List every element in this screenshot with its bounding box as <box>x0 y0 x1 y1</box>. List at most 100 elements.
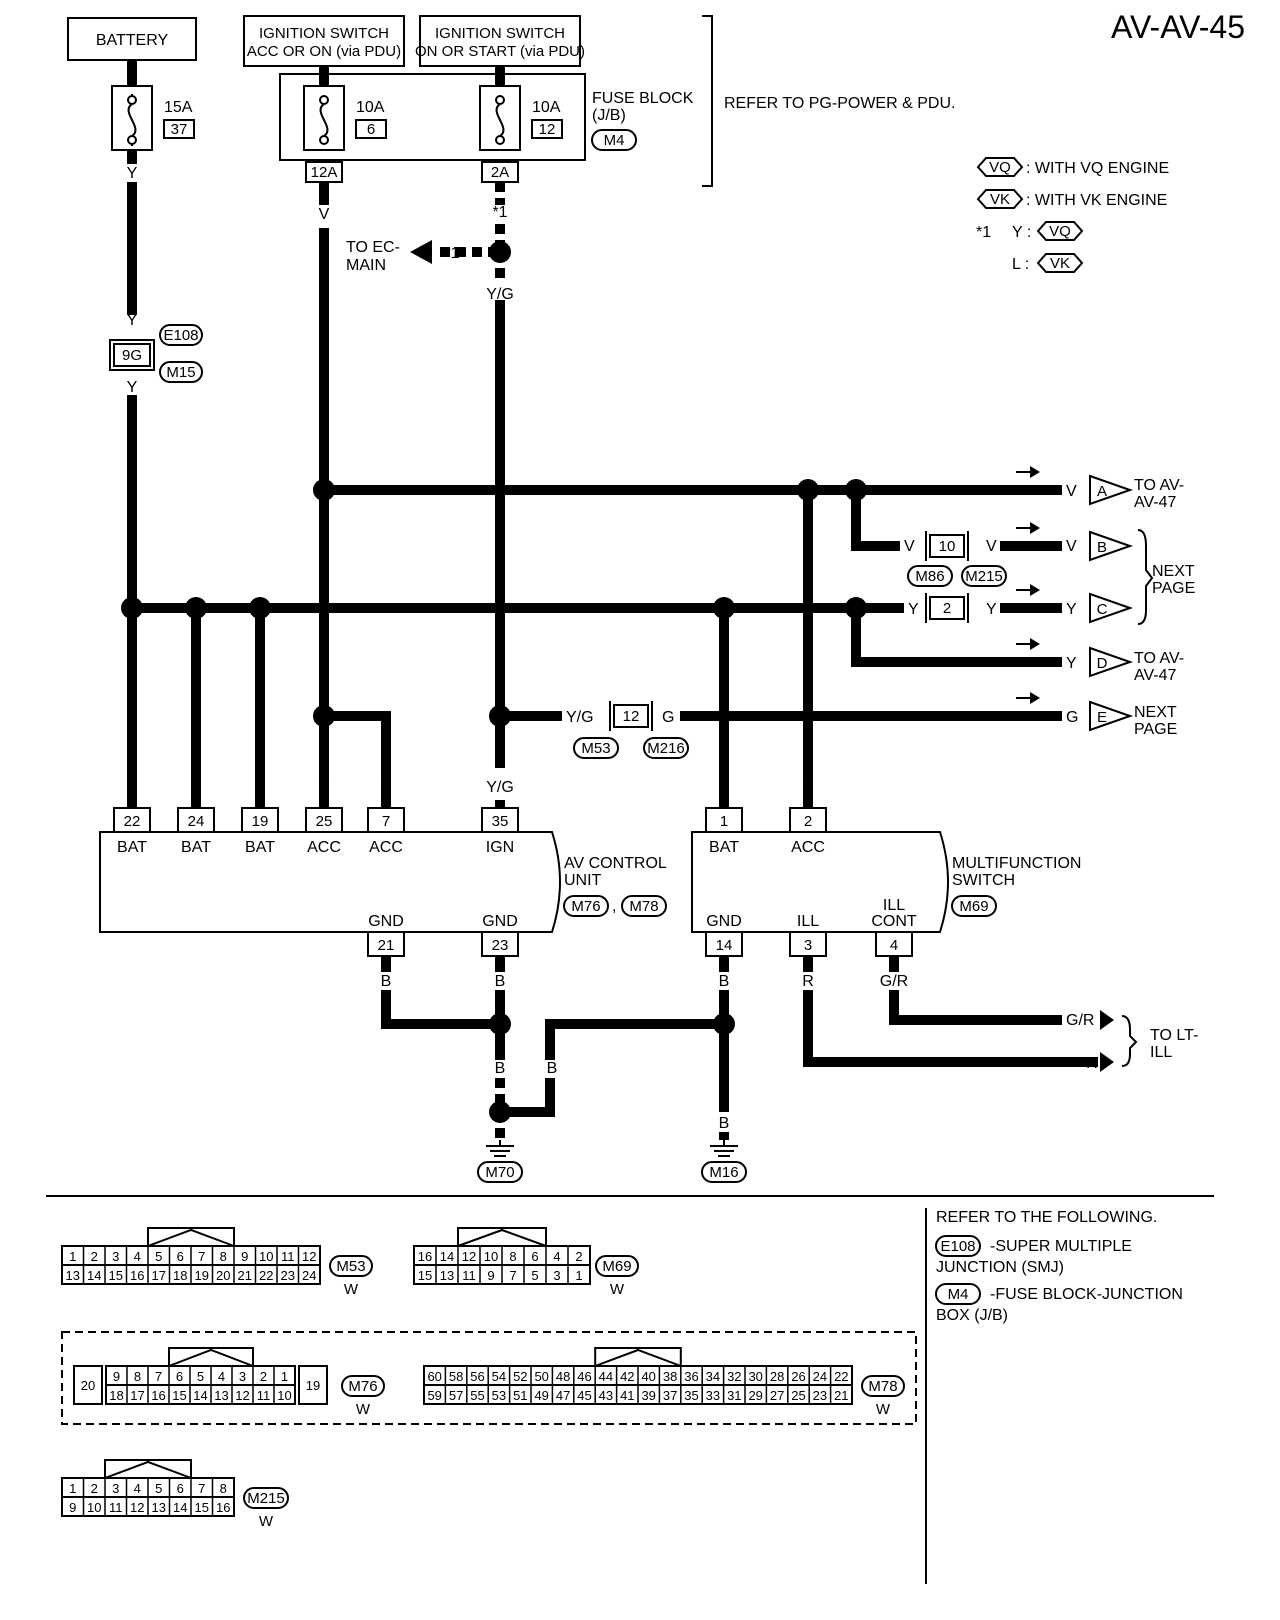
pin-label: 5 <box>155 1249 162 1264</box>
svg-text:M86: M86 <box>915 568 944 585</box>
pin-label: 57 <box>449 1388 463 1403</box>
svg-text:TO AV-: TO AV- <box>1134 477 1184 494</box>
svg-text:W: W <box>356 1401 371 1418</box>
svg-text:ACC: ACC <box>307 839 341 856</box>
fuse-block-outline <box>279 73 586 161</box>
svg-text:Y: Y <box>719 779 730 796</box>
fuse-10a-12: 10A 12 <box>479 85 563 151</box>
svg-text:M78: M78 <box>868 1378 897 1395</box>
pin-label: 32 <box>727 1369 741 1384</box>
pin-label: 2 <box>575 1249 582 1264</box>
svg-text:(J/B): (J/B) <box>592 107 626 124</box>
svg-text:M4: M4 <box>948 1286 969 1303</box>
pin-label: 23 <box>813 1388 827 1403</box>
svg-text:FUSE BLOCK: FUSE BLOCK <box>592 90 694 107</box>
joint-connector-2: 2 <box>925 593 969 623</box>
pin-label: 12 <box>235 1388 249 1403</box>
svg-text:-SUPER MULTIPLE: -SUPER MULTIPLE <box>990 1238 1132 1255</box>
pin-label: 11 <box>109 1500 123 1515</box>
svg-text:V: V <box>319 779 330 796</box>
svg-text:W: W <box>344 1281 359 1298</box>
svg-text:E108: E108 <box>940 1238 975 1255</box>
pin-label: 4 <box>134 1249 141 1264</box>
svg-text:M69: M69 <box>959 898 988 915</box>
legend: VQ : WITH VQ ENGINE VK : WITH VK ENGINE … <box>976 157 1169 273</box>
pin-label: 11 <box>462 1268 476 1283</box>
pin-label: 56 <box>470 1369 484 1384</box>
svg-text:ILL: ILL <box>1150 1044 1172 1061</box>
svg-text:TO EC-: TO EC- <box>346 239 400 256</box>
pin-label: 13 <box>214 1388 228 1403</box>
svg-text:BAT: BAT <box>245 839 275 856</box>
svg-text:M15: M15 <box>166 364 195 381</box>
svg-text:D: D <box>1097 655 1108 672</box>
pin-label: 6 <box>177 1481 184 1496</box>
svg-text:V: V <box>1066 483 1077 500</box>
svg-text:10: 10 <box>939 538 956 555</box>
pin-label: 25 <box>791 1388 805 1403</box>
svg-text:Y: Y <box>127 165 138 182</box>
pin-label: 29 <box>748 1388 762 1403</box>
pin-label: 4 <box>218 1369 225 1384</box>
pin-label: 13 <box>152 1500 166 1515</box>
pin-label: 3 <box>112 1481 119 1496</box>
fuse-10a-6: 10A 6 <box>303 85 387 151</box>
fuse-block-label: FUSE BLOCK (J/B) M4 <box>591 90 694 151</box>
pin-label: 21 <box>238 1268 252 1283</box>
svg-text:BAT: BAT <box>709 839 739 856</box>
svg-text:M215: M215 <box>247 1490 285 1507</box>
pin-label: 15 <box>195 1500 209 1515</box>
offpage-c: C <box>1016 584 1134 624</box>
pin-label: 48 <box>556 1369 570 1384</box>
svg-text:Y: Y <box>908 601 919 618</box>
pin-label: 52 <box>513 1369 527 1384</box>
svg-text:G: G <box>1066 709 1078 726</box>
svg-text:IGNITION SWITCH: IGNITION SWITCH <box>435 25 565 42</box>
pin-label: 44 <box>599 1369 613 1384</box>
pin-label: 23 <box>281 1268 295 1283</box>
pin-label: 4 <box>553 1249 560 1264</box>
ms-terminals-bottom: GND 14 ILL 3 ILL CONT 4 <box>705 897 917 957</box>
pin-label: 27 <box>770 1388 784 1403</box>
svg-text:AV-47: AV-47 <box>1134 494 1177 511</box>
svg-text:ACC: ACC <box>791 839 825 856</box>
pin-label: 3 <box>553 1268 560 1283</box>
svg-text:M76: M76 <box>571 898 600 915</box>
pin-label: 38 <box>663 1369 677 1384</box>
refer-bracket <box>702 15 713 187</box>
svg-text:23: 23 <box>492 937 509 954</box>
svg-text:TO LT-: TO LT- <box>1150 1027 1198 1044</box>
svg-text:35: 35 <box>492 813 509 830</box>
pin-label: 6 <box>531 1249 538 1264</box>
svg-text:NEXT: NEXT <box>1134 704 1177 721</box>
terminal-12a: 12A <box>305 161 343 183</box>
pin-label: 41 <box>620 1388 634 1403</box>
svg-text:7: 7 <box>382 813 390 830</box>
svg-text:MULTIFUNCTION: MULTIFUNCTION <box>952 855 1081 872</box>
pin-label: 13 <box>440 1268 454 1283</box>
pin-label: 2 <box>91 1249 98 1264</box>
svg-text:AV-47: AV-47 <box>1134 667 1177 684</box>
pin-label: 19 <box>195 1268 209 1283</box>
svg-text:: WITH VK ENGINE: : WITH VK ENGINE <box>1026 192 1167 209</box>
pin-label: 16 <box>151 1388 165 1403</box>
pin-label: 49 <box>534 1388 548 1403</box>
pin-label: 14 <box>193 1388 207 1403</box>
pin-label: 7 <box>198 1481 205 1496</box>
svg-text:M216: M216 <box>647 740 685 757</box>
svg-text:3: 3 <box>804 937 812 954</box>
svg-text:B: B <box>1097 539 1107 556</box>
pin-label: 55 <box>470 1388 484 1403</box>
offpage-b: B <box>1016 522 1134 562</box>
svg-text:C: C <box>1097 601 1108 618</box>
pin-label: 59 <box>427 1388 441 1403</box>
svg-text:B: B <box>495 1060 506 1077</box>
svg-text:Y/G: Y/G <box>486 779 514 796</box>
svg-text:BAT: BAT <box>117 839 147 856</box>
svg-text:REFER TO THE FOLLOWING.: REFER TO THE FOLLOWING. <box>936 1209 1157 1226</box>
pin-label: 14 <box>173 1500 187 1515</box>
joint-connector-10: 10 M86 M215 <box>907 531 1007 587</box>
